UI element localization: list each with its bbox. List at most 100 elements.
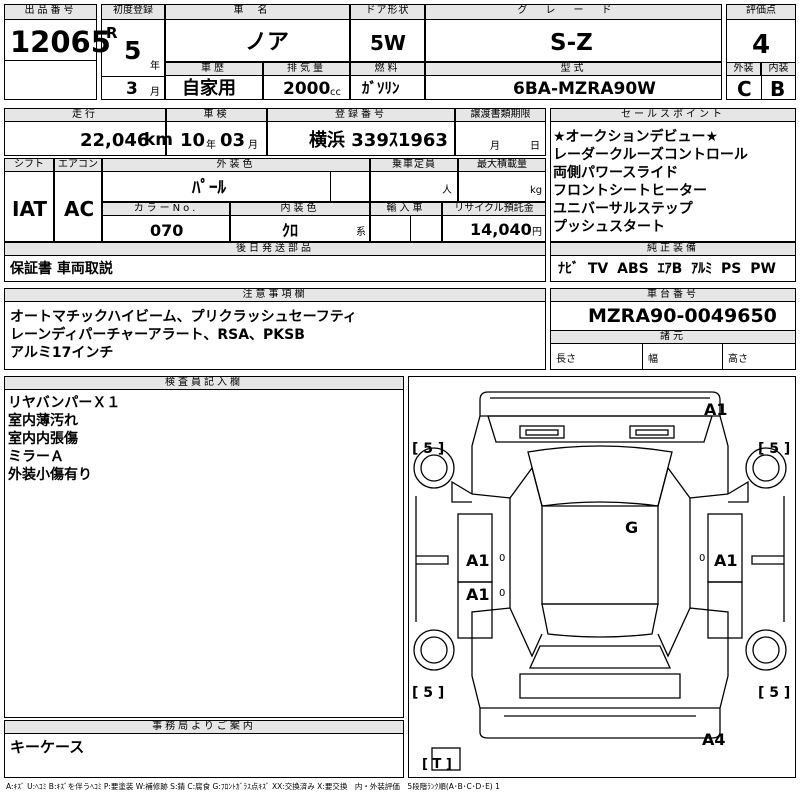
capacity-unit: 人	[442, 185, 452, 196]
lot-number: 12065	[10, 25, 111, 59]
inspection-month: 03	[220, 130, 246, 151]
diag-a4: A4	[702, 730, 726, 749]
int-score: B	[770, 77, 786, 101]
transfer-month-unit: 月	[490, 141, 500, 152]
note-line: レーンディパーチャーアラート、RSA、PKSB	[10, 327, 305, 343]
fuel: ｶﾞｿﾘﾝ	[362, 79, 400, 97]
sales-point: レーダークルーズコントロール	[553, 147, 748, 163]
displacement-unit: cc	[330, 87, 341, 98]
notes-list: オートマチックハイビーム、プリクラッシュセーフティ レーンディパーチャーアラート…	[10, 308, 357, 362]
spec-width: 幅	[648, 354, 658, 365]
first-reg-year: 5	[124, 36, 142, 65]
transfer-day-unit: 日	[530, 141, 540, 152]
car-name: ノア	[245, 30, 290, 55]
history-label: 車歴	[165, 62, 263, 76]
specs-label: 諸元	[550, 330, 796, 344]
door-label: ドア形状	[350, 4, 425, 20]
registration: 横浜 339ｽ1963	[309, 130, 448, 151]
ext-color-label: 外装色	[102, 158, 370, 172]
inspector-line: 外装小傷有り	[8, 467, 92, 483]
sales-points-label: セールスポイント	[550, 108, 796, 122]
inspector-line: ミラーＡ	[8, 449, 64, 465]
inspector-line: 室内内張傷	[8, 431, 78, 447]
note-line: アルミ17インチ	[10, 345, 114, 361]
notes-label: 注意事項欄	[4, 288, 546, 302]
shift: IAT	[12, 197, 48, 221]
int-label: 内装	[761, 62, 796, 76]
first-reg-label: 初度登録	[101, 4, 165, 20]
color-no: 070	[150, 221, 184, 240]
import-label: 輸入車	[370, 202, 442, 216]
diag-zero-right: 0	[699, 553, 706, 564]
note-line: オートマチックハイビーム、プリクラッシュセーフティ	[10, 309, 357, 325]
inspection-month-unit: 月	[248, 140, 258, 151]
sales-point: 両側パワースライド	[553, 165, 679, 181]
inspector-list: リヤバンパーＸ１ 室内薄汚れ 室内内張傷 ミラーＡ 外装小傷有り	[8, 394, 120, 484]
tire-rear-right: [ 5 ]	[758, 685, 791, 701]
score-label: 評価点	[726, 4, 796, 20]
lot-label: 出品番号	[4, 4, 97, 20]
diag-zero-left-2: 0	[499, 588, 506, 599]
sales-point: プッシュスタート	[553, 219, 665, 235]
trunk-mark: [ T ]	[422, 757, 452, 772]
tire-rear-left: [ 5 ]	[412, 685, 445, 701]
tire-front-right: [ 5 ]	[758, 441, 791, 457]
car-body-diagram	[413, 391, 787, 771]
recycle-label: リサイクル預託金	[442, 202, 546, 216]
sales-point: フロントシートヒーター	[553, 183, 707, 199]
ext-color: ﾊﾟｰﾙ	[192, 178, 226, 198]
displacement-label: 排気量	[263, 62, 350, 76]
spec-length: 長さ	[556, 354, 576, 365]
sales-points-list: ★オークションデビュー★ レーダークルーズコントロール 両側パワースライド フロ…	[553, 128, 748, 236]
later-items-label: 後日発送部品	[4, 242, 546, 256]
first-reg-month-unit: 月	[150, 87, 160, 98]
int-color-label: 内装色	[230, 202, 370, 216]
fuel-label: 燃料	[350, 62, 425, 76]
diag-zero-left-1: 0	[499, 553, 506, 564]
chassis-label: 車台番号	[550, 288, 796, 302]
model: 6BA-MZRA90W	[513, 79, 656, 99]
ext-label: 外装	[726, 62, 761, 76]
int-color-unit: 系	[356, 227, 366, 238]
inspection-year: 10	[180, 130, 206, 151]
max-load-label: 最大積載量	[458, 158, 546, 172]
inspector-line: 室内薄汚れ	[8, 413, 78, 429]
registration-label: 登録番号	[267, 108, 455, 122]
first-reg-era: R	[106, 24, 118, 42]
diag-a1-left-1: A1	[466, 551, 490, 570]
diag-a1-right: A1	[714, 551, 738, 570]
aircon: AC	[64, 197, 95, 221]
first-reg-month: 3	[126, 79, 138, 99]
displacement: 2000	[283, 79, 331, 99]
capacity-label: 乗車定員	[370, 158, 458, 172]
diag-a1-top: A1	[704, 400, 728, 419]
int-color: ｸﾛ	[282, 221, 299, 240]
sales-point: ユニバーサルステップ	[553, 201, 693, 217]
inspection-label: 車検	[166, 108, 267, 122]
ext-score: C	[737, 77, 752, 101]
color-no-label: カラーNo.	[102, 202, 230, 216]
later-items: 保証書 車両取説	[10, 261, 113, 277]
car-diagram-box	[408, 376, 796, 778]
shift-label: シフト	[4, 158, 54, 172]
door-type: 5W	[370, 31, 406, 55]
transfer-label: 譲渡書類期限	[455, 108, 546, 122]
recycle-unit: 円	[532, 227, 542, 238]
legend: A:ｷｽﾞ U:ﾍｺﾐ B:ｷｽﾞを伴うﾍｺﾐ P:要塗装 W:補修跡 S:錆 …	[6, 782, 500, 791]
mileage-label: 走行	[4, 108, 166, 122]
car-name-label: 車名	[165, 4, 350, 20]
mileage: 22,046	[80, 130, 150, 151]
office-label: 事務局よりご案内	[4, 720, 404, 734]
max-load-unit: kg	[530, 185, 543, 196]
recycle: 14,040	[470, 220, 532, 239]
office-note: キーケース	[10, 738, 85, 756]
equipment: ﾅﾋﾞ TV ABS ｴｱB ｱﾙﾐ PS PW	[558, 261, 776, 277]
sales-point: ★オークションデビュー★	[553, 129, 719, 145]
history: 自家用	[182, 78, 236, 99]
spec-height: 高さ	[728, 354, 748, 365]
tire-front-left: [ 5 ]	[412, 441, 445, 457]
grade: S-Z	[550, 30, 593, 56]
diag-a1-left-2: A1	[466, 585, 490, 604]
mileage-unit: km	[144, 130, 174, 150]
inspector-line: リヤバンパーＸ１	[8, 395, 121, 411]
